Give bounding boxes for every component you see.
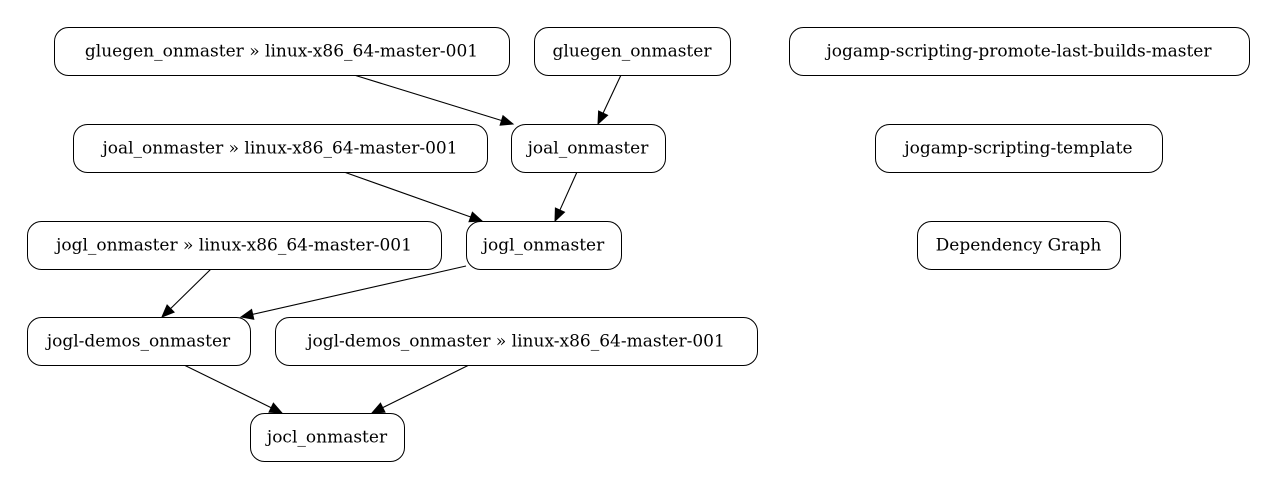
node-jogl-demos-onmaster[interactable]: jogl-demos_onmaster [27,317,251,366]
arrowhead-icon [554,207,566,223]
arrowhead-icon [499,114,515,126]
edge-line [343,171,471,218]
arrowhead-icon [597,110,609,126]
edge-n7-to-n10 [161,268,212,318]
node-label: gluegen_onmaster » linux-x86_64-master-0… [85,42,478,62]
node-jogl-onmaster-linux-x86-64-master-001[interactable]: jogl_onmaster » linux-x86_64-master-001 [27,221,442,270]
edge-n1-to-n5 [353,74,515,126]
edge-n10-to-n12 [183,364,284,414]
edge-line [602,74,622,114]
node-box[interactable] [73,124,488,173]
arrowhead-icon [239,308,255,320]
node-box[interactable] [466,221,622,270]
node-box[interactable] [275,317,758,366]
node-box[interactable] [789,27,1250,76]
node-label: jogl-demos_onmaster » linux-x86_64-maste… [305,332,725,352]
node-label: jogl_onmaster » linux-x86_64-master-001 [54,236,412,256]
edge-line [382,364,470,409]
edge-line [559,171,578,211]
edge-line [183,364,272,409]
edge-n5-to-n8 [554,171,578,223]
arrowhead-icon [161,304,175,318]
node-label: Dependency Graph [936,236,1102,256]
arrowhead-icon [468,211,484,223]
node-dependency-graph[interactable]: Dependency Graph [917,221,1121,270]
node-jogamp-scripting-template[interactable]: jogamp-scripting-template [875,124,1163,173]
node-label: joal_onmaster [526,139,650,159]
node-box[interactable] [27,221,442,270]
node-box[interactable] [917,221,1121,270]
node-box[interactable] [27,317,251,366]
node-box[interactable] [250,413,405,462]
edge-n11-to-n12 [370,364,470,414]
node-label: jocl_onmaster [265,428,388,448]
node-box[interactable] [54,27,510,76]
node-jogl-onmaster[interactable]: jogl_onmaster [466,221,622,270]
edge-n4-to-n8 [343,171,484,223]
edge-n2-to-n5 [597,74,622,126]
node-box[interactable] [875,124,1163,173]
node-box[interactable] [534,27,731,76]
arrowhead-icon [268,402,284,414]
node-gluegen-onmaster-linux-x86-64-master-001[interactable]: gluegen_onmaster » linux-x86_64-master-0… [54,27,510,76]
edge-line [353,74,502,121]
edges-layer [161,74,622,414]
nodes-layer: gluegen_onmaster » linux-x86_64-master-0… [27,27,1250,462]
node-label: joal_onmaster » linux-x86_64-master-001 [100,139,457,159]
node-jogl-demos-onmaster-linux-x86-64-master-001[interactable]: jogl-demos_onmaster » linux-x86_64-maste… [275,317,758,366]
node-label: gluegen_onmaster [553,42,713,62]
node-label: jogamp-scripting-template [902,139,1132,159]
node-jogamp-scripting-promote-last-builds-master[interactable]: jogamp-scripting-promote-last-builds-mas… [789,27,1250,76]
node-label: jogamp-scripting-promote-last-builds-mas… [825,42,1213,62]
node-box[interactable] [511,124,666,173]
edge-n8-to-n10 [239,265,467,320]
arrowhead-icon [370,402,386,414]
node-jocl-onmaster[interactable]: jocl_onmaster [250,413,405,462]
edge-line [252,265,467,315]
node-label: jogl_onmaster [481,236,605,256]
node-joal-onmaster-linux-x86-64-master-001[interactable]: joal_onmaster » linux-x86_64-master-001 [73,124,488,173]
node-label: jogl-demos_onmaster [45,332,231,352]
node-gluegen-onmaster[interactable]: gluegen_onmaster [534,27,731,76]
node-joal-onmaster[interactable]: joal_onmaster [511,124,666,173]
edge-line [170,268,212,309]
